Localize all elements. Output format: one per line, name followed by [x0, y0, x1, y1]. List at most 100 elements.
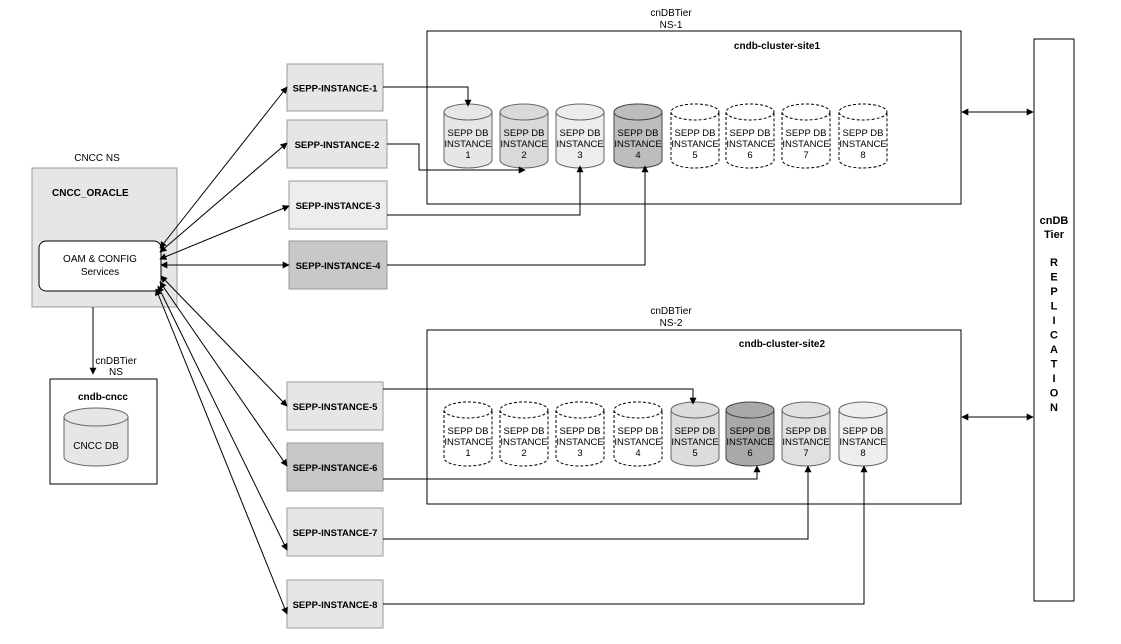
- cncc-db-ns-label-line2: NS: [109, 367, 123, 378]
- sepp-instance-7-label: SEPP-INSTANCE-7: [293, 528, 378, 539]
- replication-letter-9: I: [1052, 373, 1055, 385]
- sepp-instance-5: SEPP-INSTANCE-5: [286, 381, 384, 431]
- sepp-instance-1: SEPP-INSTANCE-1: [286, 63, 384, 112]
- site1-db-4-label-line2: INSTANCE: [614, 139, 661, 150]
- cncc-db-ns-label-line1: cnDBTier: [95, 356, 137, 367]
- site1-db-6-label-line2: INSTANCE: [726, 139, 773, 150]
- sepp-instance-1-label: SEPP-INSTANCE-1: [293, 84, 379, 95]
- site1-db-8-label-line2: INSTANCE: [839, 139, 886, 150]
- replication-title-line2: Tier: [1044, 229, 1065, 241]
- replication-box: [1033, 38, 1075, 602]
- site2-db-1-label-line1: SEPP DB: [447, 426, 488, 437]
- site2-db-2-label-line3: 2: [521, 448, 526, 459]
- site1-db-1-label-line3: 1: [465, 150, 470, 161]
- site1-db-7-label-line2: INSTANCE: [782, 139, 829, 150]
- site2-db-5-label-line2: INSTANCE: [671, 437, 718, 448]
- sepp-instances: SEPP-INSTANCE-1SEPP-INSTANCE-2SEPP-INSTA…: [286, 63, 388, 629]
- cncc-db-cylinder: [63, 407, 129, 467]
- oam-config-services-label-line1: OAM & CONFIG: [63, 254, 137, 265]
- replication-letter-3: P: [1050, 286, 1057, 298]
- site2-db-7-label-line2: INSTANCE: [782, 437, 829, 448]
- connector-oam-instance-2: [159, 142, 288, 253]
- site1-db-7-label-line1: SEPP DB: [785, 128, 826, 139]
- site1-db-8-label-line3: 8: [860, 150, 865, 161]
- sepp-instance-6-label: SEPP-INSTANCE-6: [293, 463, 378, 474]
- site1-db-5-label-line3: 5: [692, 150, 697, 161]
- site2-db-4-label-line1: SEPP DB: [617, 426, 658, 437]
- site1-db-6-label-line3: 6: [747, 150, 752, 161]
- replication-letter-5: I: [1052, 315, 1055, 327]
- sepp-instance-8: SEPP-INSTANCE-8: [286, 579, 384, 629]
- site2-db-1-label-line3: 1: [465, 448, 470, 459]
- cndb-cncc-title: cndb-cncc: [78, 392, 128, 403]
- site2-db-3-label-line2: INSTANCE: [556, 437, 603, 448]
- sepp-instance-3-label: SEPP-INSTANCE-3: [296, 201, 381, 212]
- connector-oam-instance-5: [160, 275, 288, 407]
- replication-letter-11: N: [1050, 402, 1058, 414]
- cncc-ns-label: CNCC NS: [74, 153, 120, 164]
- oam-config-services-label-line2: Services: [81, 267, 119, 278]
- cncc-oracle-title: CNCC_ORACLE: [52, 188, 129, 199]
- site2-ns-label-line2: NS-2: [660, 318, 683, 329]
- site1-db-5-label-line1: SEPP DB: [674, 128, 715, 139]
- sepp-instance-6: SEPP-INSTANCE-6: [286, 442, 384, 492]
- site2-db-1-label-line2: INSTANCE: [444, 437, 491, 448]
- site1-db-5-label-line2: INSTANCE: [671, 139, 718, 150]
- connector-oam-instance-8: [155, 288, 288, 615]
- site2-db-3-label-line3: 3: [577, 448, 582, 459]
- site1-ns-label-line1: cnDBTier: [650, 8, 692, 19]
- replication-letter-6: C: [1050, 330, 1058, 342]
- site1-db-3-label-line2: INSTANCE: [556, 139, 603, 150]
- site2-db-4-label-line3: 4: [635, 448, 640, 459]
- site2-db-3-label-line1: SEPP DB: [559, 426, 600, 437]
- connectors: [89, 86, 1034, 615]
- sepp-instance-5-label: SEPP-INSTANCE-5: [293, 402, 379, 413]
- sepp-instance-3: SEPP-INSTANCE-3: [288, 180, 388, 230]
- oam-config-services-box: [38, 240, 162, 292]
- replication-letter-2: E: [1050, 272, 1057, 284]
- site2-db-7-label-line3: 7: [803, 448, 808, 459]
- connector-instance7-db7: [383, 465, 812, 540]
- site2-db-8-label-line3: 8: [860, 448, 865, 459]
- cndb-cluster-site1-title: cndb-cluster-site1: [734, 41, 821, 52]
- connector-instance4-db4: [387, 165, 649, 266]
- replication-letter-4: L: [1051, 301, 1058, 313]
- site1-ns-label-line2: NS-1: [660, 20, 683, 31]
- sepp-instance-8-label: SEPP-INSTANCE-8: [293, 600, 378, 611]
- connector-oam-instance-3: [159, 205, 290, 260]
- cncc-db-label: CNCC DB: [73, 441, 119, 452]
- site2-db-6-label-line2: INSTANCE: [726, 437, 773, 448]
- replication-letter-7: A: [1050, 344, 1058, 356]
- site1-db-2-label-line2: INSTANCE: [500, 139, 547, 150]
- site1-db-4-label-line1: SEPP DB: [617, 128, 658, 139]
- site1-db-1-label-line1: SEPP DB: [447, 128, 488, 139]
- site1-db-1-label-line2: INSTANCE: [444, 139, 491, 150]
- replication-letter-1: R: [1050, 257, 1058, 269]
- cndb-cluster-site2-title: cndb-cluster-site2: [739, 339, 826, 350]
- site2-db-2-label-line1: SEPP DB: [503, 426, 544, 437]
- site2-db-7-label-line1: SEPP DB: [785, 426, 826, 437]
- connector-oam-instance-6: [159, 281, 288, 467]
- connector-instance2-db2: [387, 143, 526, 174]
- connector-instance3-db3: [387, 165, 584, 216]
- sepp-instance-4-label: SEPP-INSTANCE-4: [296, 261, 382, 272]
- site2-ns-label-line1: cnDBTier: [650, 306, 692, 317]
- sepp-instance-2-label: SEPP-INSTANCE-2: [295, 140, 380, 151]
- site2-db-8-label-line1: SEPP DB: [842, 426, 883, 437]
- connector-instance1-db1: [383, 86, 472, 107]
